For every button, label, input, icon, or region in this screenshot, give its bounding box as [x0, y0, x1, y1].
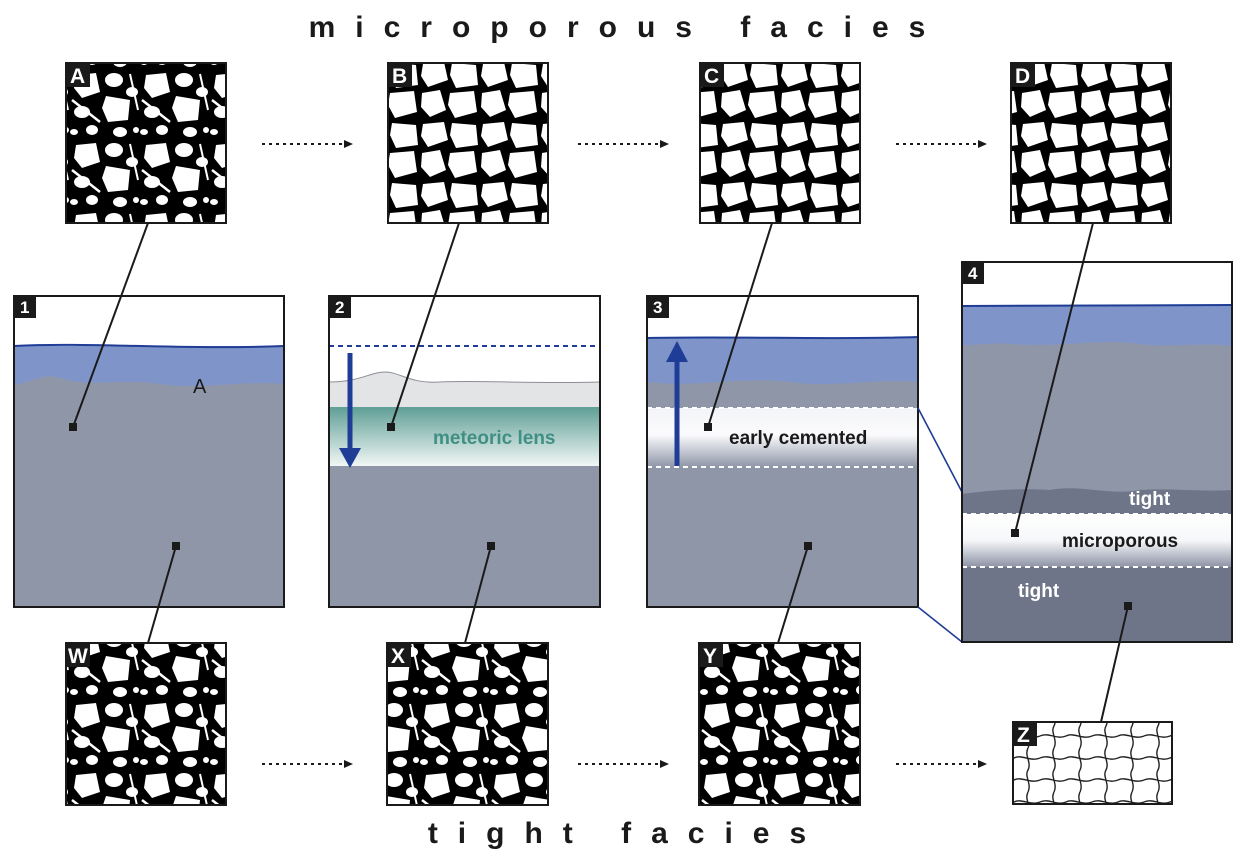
panel-2: 2 meteoric lens — [328, 295, 601, 608]
early-cemented-label: early cemented — [729, 428, 867, 449]
tile-letter: X — [391, 645, 405, 668]
point-label-a: A — [193, 376, 207, 398]
sample-point-d — [1011, 529, 1019, 537]
tile-letter: B — [392, 65, 407, 88]
title-microporous-facies: microporous facies — [309, 11, 946, 44]
tile-letter: W — [68, 645, 88, 668]
tile-c: C — [699, 62, 861, 224]
sample-point-w — [172, 542, 180, 550]
connector-lines — [72, 222, 1129, 723]
connector-d — [1014, 222, 1094, 534]
sample-point-c — [704, 423, 712, 431]
tile-y: Y — [698, 642, 861, 806]
meteoric-lens-label: meteoric lens — [433, 428, 556, 449]
tight-lower-label: tight — [1018, 581, 1060, 602]
panel-1: 1 A — [13, 295, 285, 608]
connector-w — [147, 545, 177, 644]
tile-x: X — [386, 642, 549, 806]
panel-number: 3 — [653, 298, 662, 317]
connector-z — [1100, 605, 1129, 723]
panel-number: 2 — [335, 298, 344, 317]
panel-number: 4 — [968, 264, 978, 283]
zoom-line-bottom — [917, 606, 963, 643]
connector-a — [72, 222, 149, 428]
connector-c — [707, 222, 773, 428]
sample-point-y — [804, 542, 812, 550]
sample-point-x — [487, 542, 495, 550]
sample-point-b — [387, 423, 395, 431]
panel-3: 3 early cemented — [646, 295, 919, 608]
tile-letter: A — [70, 65, 85, 88]
connector-y — [777, 545, 809, 644]
sample-points — [69, 423, 1132, 610]
tile-letter: C — [704, 65, 719, 88]
microporous-label: microporous — [1062, 531, 1178, 552]
zoom-line-top — [917, 407, 963, 493]
tile-letter: Y — [703, 645, 717, 668]
tile-d: D — [1010, 62, 1172, 224]
tile-b: B — [387, 62, 549, 224]
connector-x — [464, 545, 492, 644]
tile-letter: D — [1015, 65, 1030, 88]
arrowhead-up-blue — [666, 341, 688, 362]
tile-w: W — [65, 642, 227, 806]
tight-upper-label: tight — [1129, 489, 1171, 510]
sample-point-a — [69, 423, 77, 431]
panel-4: 4 tight microporous tight — [961, 261, 1233, 643]
sample-point-z — [1124, 602, 1132, 610]
tile-letter: Z — [1017, 724, 1030, 747]
panel-number: 1 — [20, 298, 29, 317]
title-tight-facies: tight facies — [428, 817, 826, 850]
arrowhead-down-blue — [339, 448, 361, 468]
tile-a: A — [65, 62, 227, 224]
connector-b — [390, 222, 460, 428]
tile-z: Z — [1012, 721, 1173, 805]
